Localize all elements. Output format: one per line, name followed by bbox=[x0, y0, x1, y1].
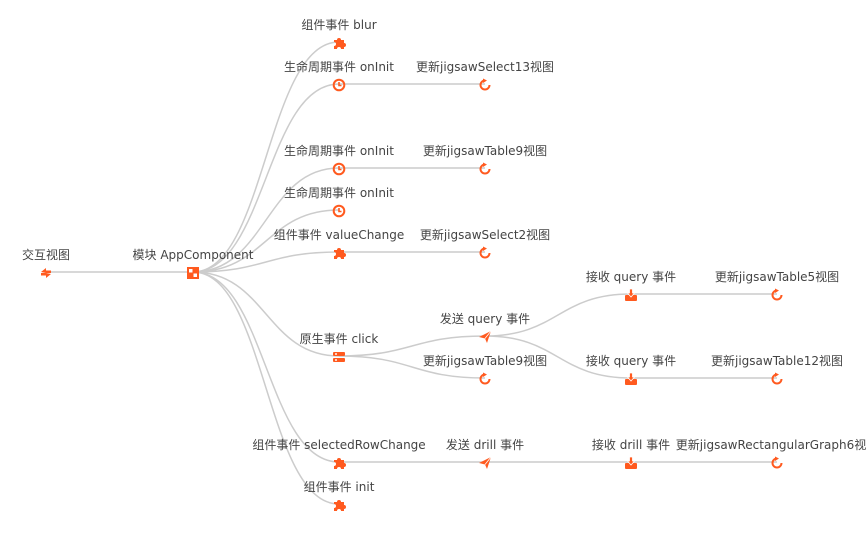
refresh-icon[interactable] bbox=[478, 161, 492, 175]
node-label: 接收 query 事件 bbox=[585, 354, 677, 368]
refresh-icon[interactable] bbox=[478, 77, 492, 91]
refresh-icon[interactable] bbox=[770, 455, 784, 469]
tree-link bbox=[192, 83, 340, 273]
tree-link bbox=[192, 271, 340, 505]
node-label: 生命周期事件 onInit bbox=[284, 60, 394, 74]
node-label: 组件事件 init bbox=[303, 480, 375, 494]
node-label: 更新jigsawTable9视图 bbox=[422, 144, 548, 158]
puzzle-icon[interactable] bbox=[332, 497, 346, 511]
node-label: 更新jigsawSelect13视图 bbox=[416, 60, 554, 74]
puzzle-icon[interactable] bbox=[332, 245, 346, 259]
refresh-icon[interactable] bbox=[770, 371, 784, 385]
tree-link bbox=[192, 209, 340, 273]
node-label: 模块 AppComponent bbox=[132, 248, 254, 262]
node-label: 接收 drill 事件 bbox=[591, 438, 671, 452]
download-icon[interactable] bbox=[624, 371, 638, 385]
tree-link bbox=[484, 293, 632, 337]
puzzle-icon[interactable] bbox=[332, 35, 346, 49]
node-label: 发送 drill 事件 bbox=[445, 438, 525, 452]
tree-link bbox=[192, 251, 340, 273]
module-icon[interactable] bbox=[186, 265, 200, 279]
tree-link bbox=[338, 335, 486, 357]
send-icon[interactable] bbox=[478, 455, 492, 469]
download-icon[interactable] bbox=[624, 455, 638, 469]
node-label: 更新jigsawTable5视图 bbox=[714, 270, 840, 284]
clock-icon[interactable] bbox=[332, 203, 346, 218]
node-label: 生命周期事件 onInit bbox=[284, 144, 394, 158]
node-label: 生命周期事件 onInit bbox=[284, 186, 394, 200]
clock-icon[interactable] bbox=[332, 77, 346, 92]
switch-icon[interactable] bbox=[39, 265, 53, 279]
tree-link bbox=[192, 167, 340, 273]
refresh-icon[interactable] bbox=[478, 245, 492, 259]
tree-link bbox=[192, 271, 340, 463]
download-icon[interactable] bbox=[624, 287, 638, 301]
refresh-icon[interactable] bbox=[478, 371, 492, 385]
node-label: 组件事件 blur bbox=[301, 18, 377, 32]
clock-icon[interactable] bbox=[332, 161, 346, 176]
node-label: 接收 query 事件 bbox=[585, 270, 677, 284]
node-label: 原生事件 click bbox=[299, 332, 379, 346]
node-label: 更新jigsawRectangularGraph6视图 bbox=[675, 438, 866, 452]
tree-link bbox=[338, 355, 486, 379]
tree-link bbox=[484, 335, 632, 379]
send-icon[interactable] bbox=[478, 329, 492, 343]
node-label: 组件事件 selectedRowChange bbox=[252, 438, 426, 452]
node-label: 更新jigsawSelect2视图 bbox=[419, 228, 551, 242]
tree-link bbox=[192, 41, 340, 273]
node-label: 更新jigsawTable12视图 bbox=[710, 354, 844, 368]
node-label: 更新jigsawTable9视图 bbox=[422, 354, 548, 368]
list-icon[interactable] bbox=[332, 349, 346, 363]
node-label: 组件事件 valueChange bbox=[273, 228, 405, 242]
node-label: 发送 query 事件 bbox=[439, 312, 531, 326]
tree-link bbox=[192, 271, 340, 357]
node-label: 交互视图 bbox=[21, 248, 71, 262]
refresh-icon[interactable] bbox=[770, 287, 784, 301]
puzzle-icon[interactable] bbox=[332, 455, 346, 469]
